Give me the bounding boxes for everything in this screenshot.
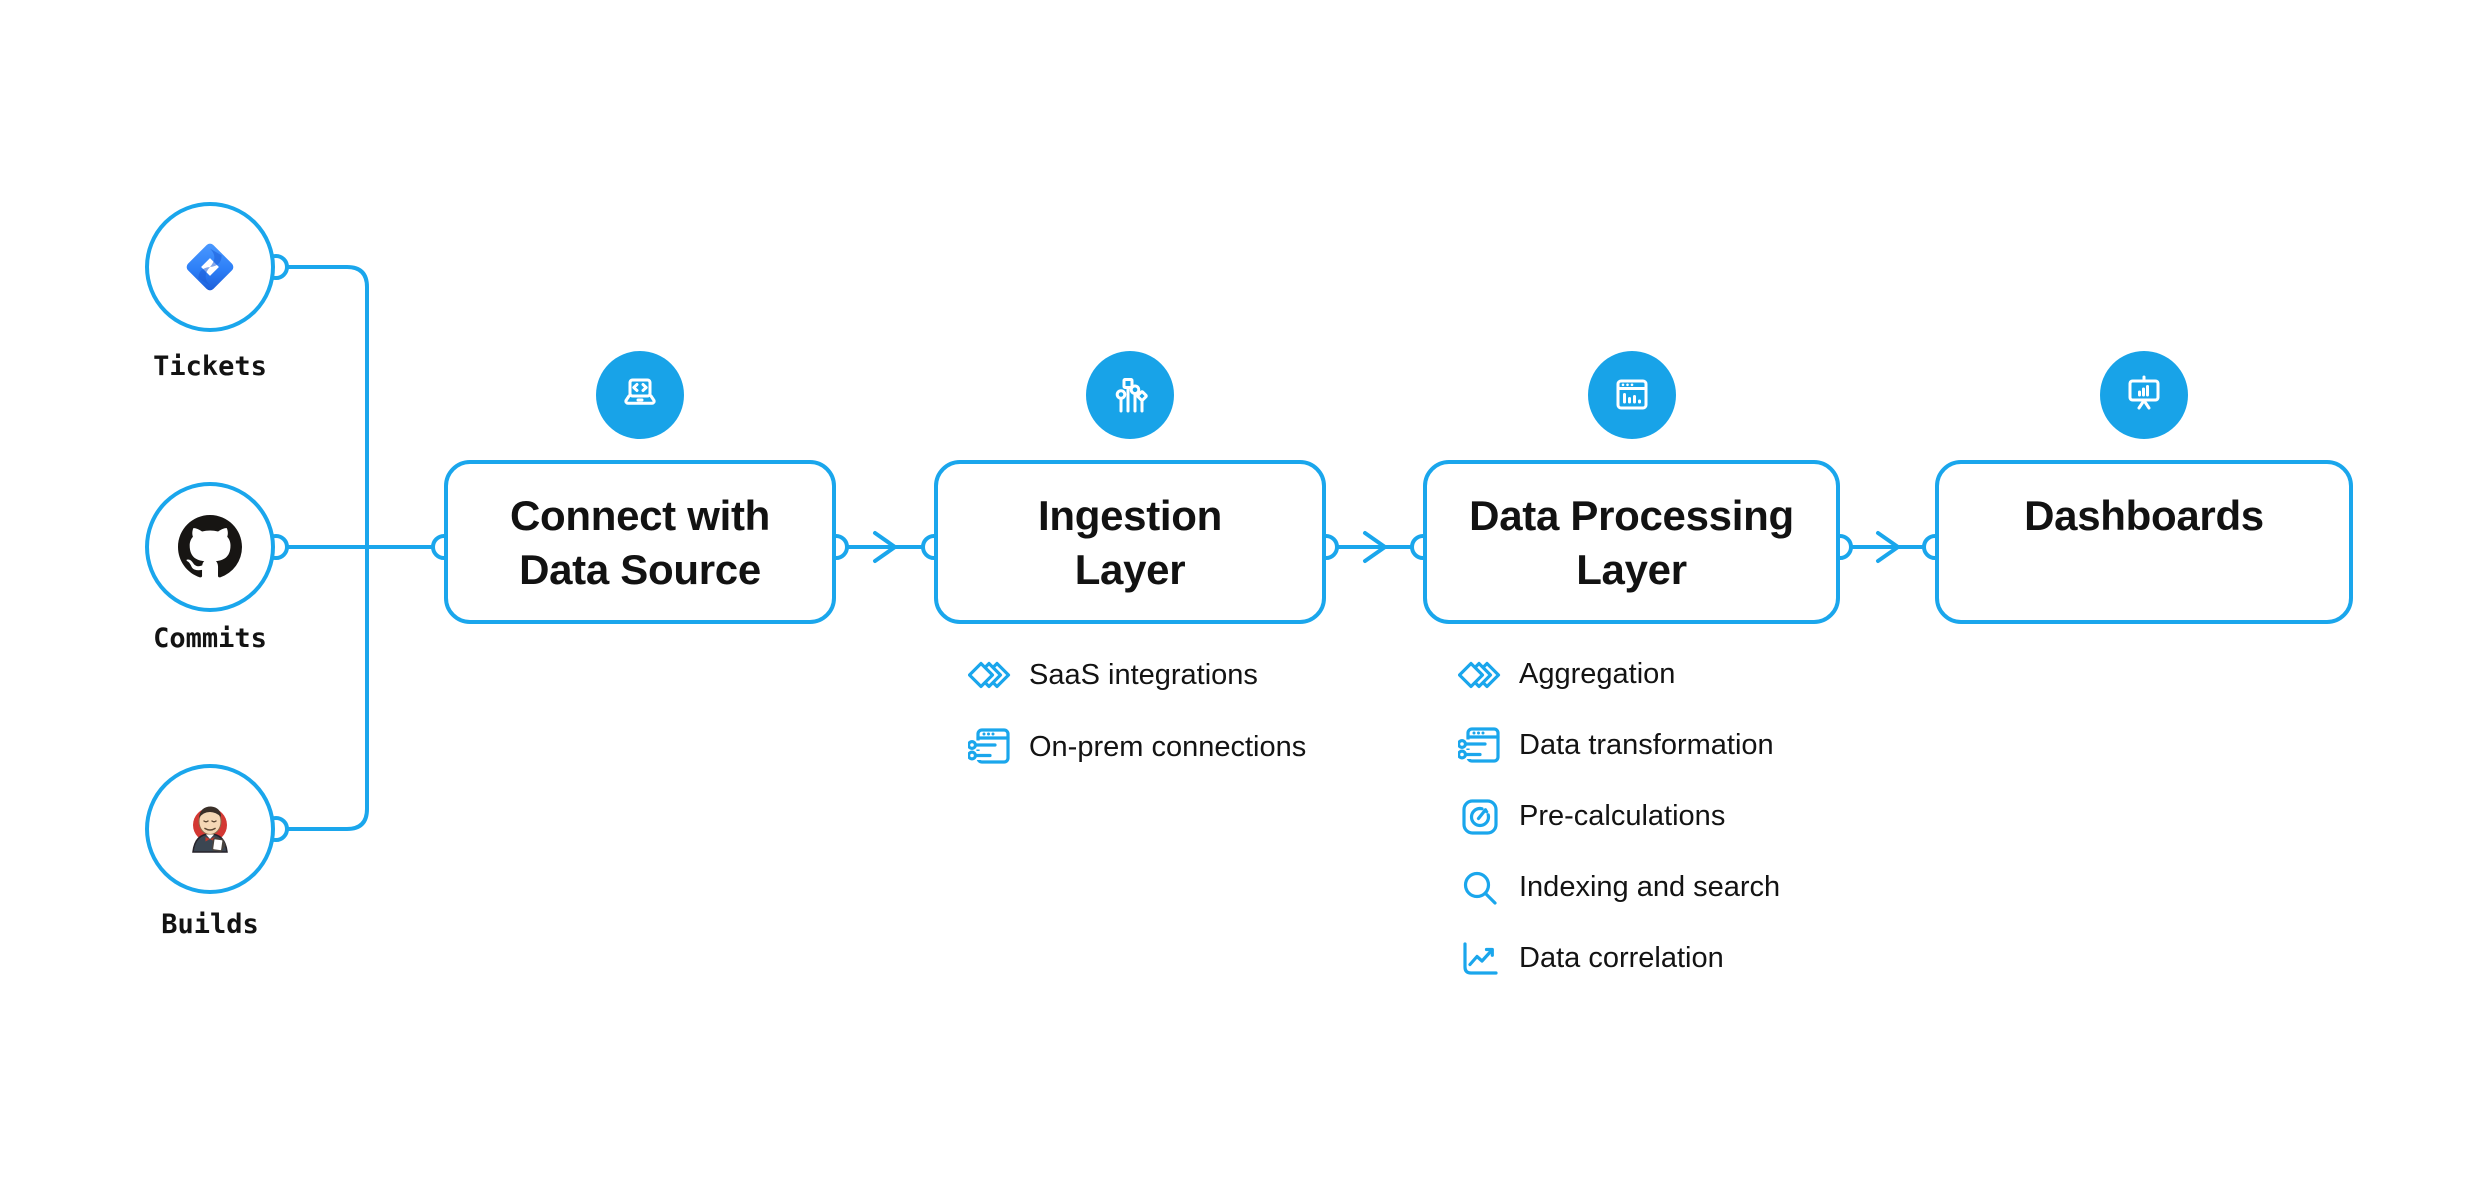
source-label-tickets: Tickets	[153, 351, 267, 382]
stage-title-line: Data Processing	[1469, 492, 1794, 539]
github-icon	[178, 515, 242, 578]
jira-icon	[186, 243, 234, 291]
source-label-commits: Commits	[153, 623, 267, 654]
window-sliders-icon	[966, 725, 1012, 769]
circuit-branches-icon	[1115, 378, 1148, 413]
gauge-icon	[1458, 795, 1502, 839]
list-item: SaaS integrations	[967, 639, 1306, 711]
list-item: Data correlation	[1458, 923, 1780, 994]
stage2-badge	[1086, 351, 1174, 439]
stage4-badge	[2100, 351, 2188, 439]
stage-title-line: Connect with	[509, 492, 771, 539]
feature-label: On-prem connections	[1029, 730, 1307, 763]
ingestion-feature-list: SaaS integrations On-prem connections	[966, 639, 1307, 783]
stage3-badge	[1588, 351, 1676, 439]
source-node-tickets	[145, 202, 275, 332]
list-item: On-prem connections	[966, 711, 1307, 783]
feature-label: SaaS integrations	[1029, 658, 1258, 691]
window-sliders-icon	[1456, 724, 1502, 768]
stage-title-line: Data Source	[519, 546, 761, 593]
laptop-code-icon	[624, 378, 656, 405]
jenkins-icon	[192, 806, 228, 853]
diamonds-icon	[1457, 653, 1502, 697]
arrow-right-icon	[873, 531, 897, 563]
arrow-right-icon	[1876, 531, 1900, 563]
list-item: Aggregation	[1457, 639, 1780, 710]
magnifier-icon	[1458, 866, 1502, 910]
stage-box-connect-data-source: Connect with Data Source	[444, 460, 836, 624]
stage-box-ingestion-layer: Ingestion Layer	[934, 460, 1326, 624]
stage-box-dashboards: Dashboards	[1935, 460, 2353, 624]
stage-title-line: Dashboards	[2024, 492, 2264, 539]
source-label-builds: Builds	[161, 909, 259, 940]
feature-label: Data transformation	[1519, 729, 1774, 761]
feature-label: Data correlation	[1519, 942, 1724, 974]
source-node-commits	[145, 482, 275, 612]
presentation-chart-icon	[2128, 375, 2160, 410]
list-item: Pre-calculations	[1458, 781, 1780, 852]
diamonds-icon	[967, 653, 1012, 697]
stage-title-line: Ingestion	[1038, 492, 1222, 539]
arrow-right-icon	[1363, 531, 1387, 563]
source-node-builds	[145, 764, 275, 894]
list-item: Data transformation	[1456, 710, 1780, 781]
stage-title-line: Layer	[1576, 546, 1687, 593]
line-chart-icon	[1458, 937, 1502, 981]
stage1-badge	[596, 351, 684, 439]
feature-label: Aggregation	[1519, 658, 1676, 690]
feature-label: Pre-calculations	[1519, 800, 1726, 832]
window-bar-chart-icon	[1616, 379, 1648, 410]
list-item: Indexing and search	[1458, 852, 1780, 923]
stage-title-line: Layer	[1074, 546, 1186, 593]
feature-label: Indexing and search	[1519, 871, 1781, 903]
processing-feature-list: Aggregation Data transformation	[1456, 639, 1780, 994]
stage-box-data-processing-layer: Data Processing Layer	[1423, 460, 1840, 624]
